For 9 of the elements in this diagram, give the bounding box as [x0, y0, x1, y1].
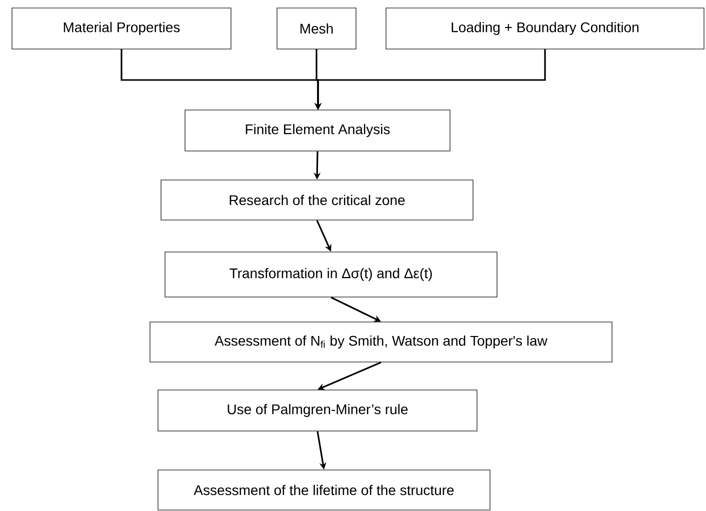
- flow-box: Transformation in Δσ(t) and Δε(t): [164, 252, 498, 298]
- flow-box: Research of the critical zone: [160, 180, 474, 220]
- flow-box: Assessment of the lifetime of the structure: [158, 470, 490, 510]
- flow-box: Assessment of N$_{fi}$ by Smith, Watson and Topper's law: [150, 322, 612, 362]
- flow-box: Loading + Boundary Condition: [386, 8, 704, 50]
- flow-box: Material Properties: [12, 8, 232, 50]
- flow-box: Use of Palmgren-Miner’s rule: [158, 390, 478, 432]
- flow-box: Mesh: [276, 8, 356, 50]
- flow-box: Finite Element Analysis: [184, 110, 450, 152]
